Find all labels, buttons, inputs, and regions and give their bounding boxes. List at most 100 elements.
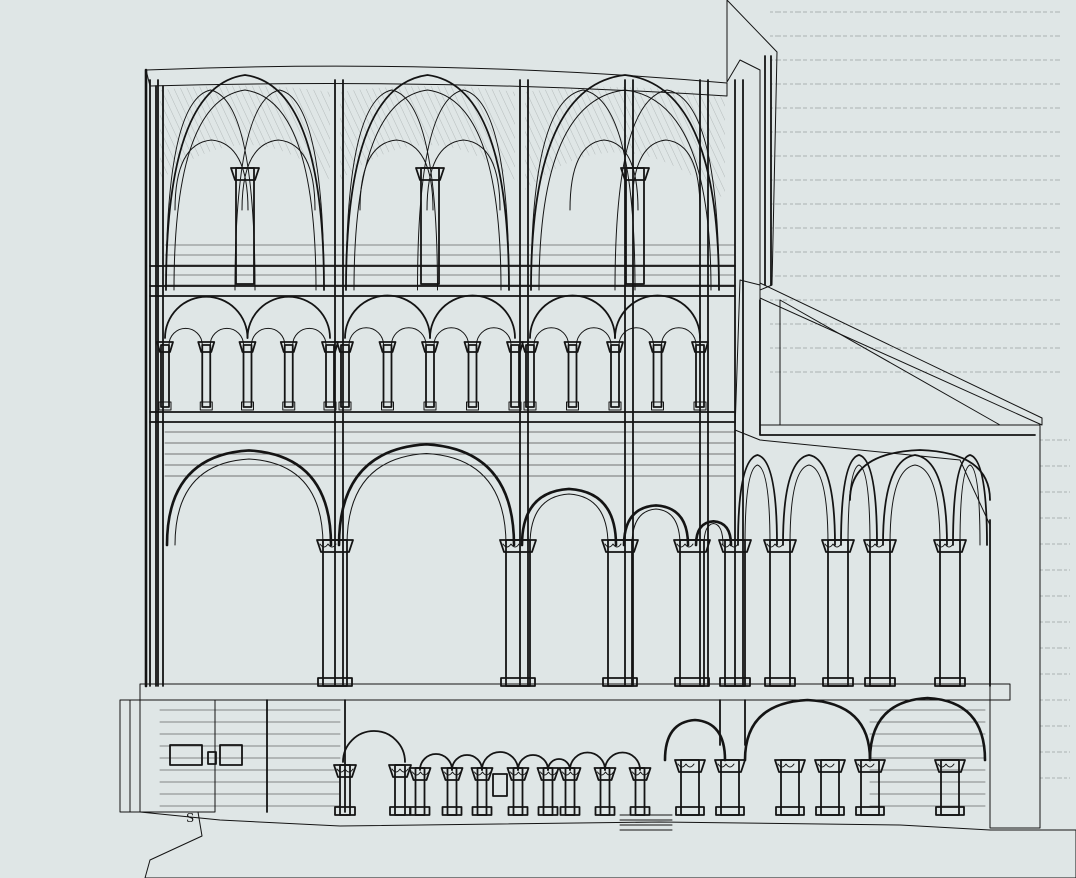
crypt-column-capital bbox=[388, 764, 412, 778]
triforium-colonnette bbox=[160, 344, 170, 408]
aisle-pier bbox=[769, 539, 791, 687]
transverse-rib bbox=[530, 89, 636, 291]
arcade-arch-inner bbox=[529, 493, 609, 546]
crypt-pier-capital bbox=[814, 759, 846, 773]
colonnette-capital bbox=[279, 341, 298, 353]
section-mark-label: S bbox=[186, 811, 194, 825]
triforium-relieving-arch bbox=[246, 295, 331, 339]
triforium-arch bbox=[348, 327, 384, 346]
arcade-pier-capital-leaf bbox=[502, 543, 520, 548]
triforium-relieving-arch bbox=[529, 294, 616, 339]
triforium-arch bbox=[476, 327, 512, 346]
crypt-column-base bbox=[334, 806, 356, 816]
triforium-colonnette bbox=[510, 344, 520, 408]
colonnette-capital bbox=[378, 341, 397, 353]
colonnette-capital bbox=[648, 341, 667, 353]
crypt-colonnette-capital bbox=[408, 767, 432, 781]
colonnette-base bbox=[381, 401, 394, 411]
aisle-vault-rib bbox=[959, 464, 981, 546]
crypt-pier-capital-leaf bbox=[777, 763, 795, 768]
side-aisle-bays bbox=[718, 449, 991, 687]
transverse-rib bbox=[165, 89, 256, 291]
crypt-column-capital bbox=[333, 764, 357, 778]
triforium-colonnette bbox=[283, 344, 294, 408]
crypt-colonnette-capital-leaf bbox=[597, 771, 614, 776]
aisle-pier-capital bbox=[821, 539, 855, 553]
crypt-colonnette-base bbox=[629, 806, 651, 816]
aisle-pier bbox=[939, 539, 961, 687]
aisle-pier-base bbox=[719, 677, 751, 687]
arcade-pier-base bbox=[602, 677, 638, 687]
colonnette-base bbox=[158, 401, 172, 411]
arcade-pier-base bbox=[500, 677, 536, 687]
diagonal-rib-inner bbox=[173, 89, 317, 291]
aisle-vault-rib bbox=[889, 464, 941, 546]
arcade-arch-inner bbox=[346, 453, 507, 546]
colonnette-capital bbox=[463, 341, 482, 353]
aisle-pier-base bbox=[764, 677, 796, 687]
aisle-pier-capital-leaf bbox=[824, 543, 842, 548]
triforium-arch bbox=[209, 327, 244, 346]
aisle-pier-base bbox=[864, 677, 896, 687]
crypt-colonnette-capital bbox=[628, 767, 652, 781]
crypt-window bbox=[169, 744, 203, 766]
clerestory-lancet bbox=[241, 139, 316, 211]
crypt-arcade bbox=[169, 696, 987, 831]
arcade-arch bbox=[520, 487, 618, 547]
arcade-arch bbox=[337, 443, 516, 547]
colonnette-capital bbox=[606, 341, 624, 353]
crypt-colonnette-base bbox=[471, 806, 493, 816]
crypt-colonnette-capital-leaf bbox=[562, 771, 579, 776]
colonnette-capital bbox=[156, 341, 174, 353]
triforium-colonnette bbox=[382, 344, 393, 408]
transverse-rib bbox=[345, 89, 438, 291]
arcade-pier-capital-leaf bbox=[319, 543, 337, 548]
aisle-vault-arch bbox=[737, 454, 778, 546]
clerestory-windows bbox=[174, 139, 701, 285]
diagonal-rib bbox=[345, 74, 510, 291]
crypt-bay-arch bbox=[663, 718, 727, 762]
triforium-arcade bbox=[156, 294, 709, 411]
aisle-pier-capital bbox=[718, 539, 752, 553]
colonnette-base bbox=[423, 401, 437, 411]
colonnette-base bbox=[466, 401, 479, 411]
clerestory-lancet bbox=[174, 139, 249, 211]
diagonal-rib bbox=[530, 74, 720, 291]
crypt-pier-shaft bbox=[719, 699, 746, 746]
clerestory-lancet bbox=[631, 139, 701, 211]
arcade-pier-capital-leaf bbox=[604, 543, 622, 548]
crypt-small-arch bbox=[481, 751, 519, 771]
aisle-vault-arch bbox=[882, 454, 948, 546]
crypt-colonnette-capital bbox=[470, 767, 494, 781]
aisle-vault-arch bbox=[952, 454, 988, 546]
aisle-pier-capital-leaf bbox=[766, 543, 784, 548]
crypt-pier-capital-leaf bbox=[717, 763, 735, 768]
crypt-pier-base bbox=[815, 806, 845, 816]
triforium-relieving-arch bbox=[429, 294, 516, 339]
triforium-arch bbox=[292, 327, 327, 346]
triforium-arch bbox=[576, 327, 612, 346]
aisle-pier bbox=[869, 539, 891, 687]
arcade-pier-capital bbox=[499, 539, 537, 553]
arcade-arch bbox=[622, 504, 690, 547]
crypt-colonnette-capital-leaf bbox=[412, 771, 429, 776]
colonnette-base bbox=[566, 401, 579, 411]
triforium-relieving-arch bbox=[344, 294, 431, 339]
arcade-pier-capital bbox=[673, 539, 711, 553]
aisle-wall-arch bbox=[849, 449, 991, 501]
crypt-pier-capital bbox=[934, 759, 966, 773]
crypt-column-capital-leaf bbox=[336, 768, 354, 773]
aisle-pier-capital bbox=[933, 539, 967, 553]
background-page-text bbox=[770, 11, 1070, 779]
triforium-colonnette bbox=[467, 344, 478, 408]
arcade-pier-capital bbox=[601, 539, 639, 553]
crypt-column-capital-leaf bbox=[391, 768, 409, 773]
triforium-colonnette bbox=[325, 344, 335, 408]
arcade-arch bbox=[165, 449, 333, 547]
crypt-colonnette-base bbox=[409, 806, 431, 816]
crypt-window bbox=[219, 744, 243, 766]
transverse-rib bbox=[417, 89, 510, 291]
crypt-colonnette-capital-leaf bbox=[540, 771, 557, 776]
